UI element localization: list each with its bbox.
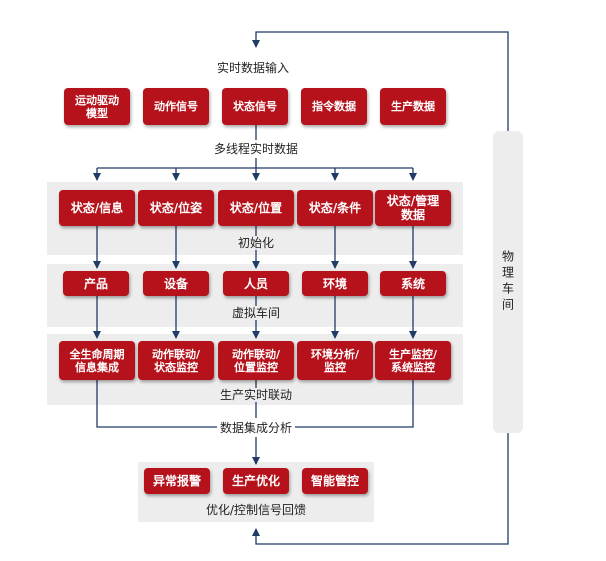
init-box-position: 状态/位置 [218,190,294,226]
output-box-alarm: 异常报警 [144,468,210,494]
input-box-motion-model: 运动驱动 模型 [64,88,130,125]
linkage-box-environment: 环境分析/ 监控 [297,341,373,380]
output-box-intelligent-control: 智能管控 [302,468,368,494]
virtual-box-equipment: 设备 [143,271,209,296]
linkage-box-action-position: 动作联动/ 位置监控 [218,341,294,380]
virtual-box-system: 系统 [380,271,446,296]
linkage-box-production-system: 生产监控/ 系统监控 [375,341,451,380]
multithread-label: 多线程实时数据 [210,142,302,156]
physical-workshop-panel: 物理车间 [493,131,523,433]
input-box-action-signal: 动作信号 [143,88,209,125]
linkage-box-lifecycle: 全生命周期 信息集成 [59,341,135,380]
virtual-box-product: 产品 [63,271,129,296]
init-box-info: 状态/信息 [59,190,135,226]
realtime-input-label: 实时数据输入 [213,61,293,75]
linkage-label: 生产实时联动 [216,388,296,402]
top-loop-line [252,31,509,131]
bottom-loop-line [252,433,509,545]
linkage-box-action-state: 动作联动/ 状态监控 [138,341,214,380]
virtual-label: 虚拟车间 [228,306,284,320]
input-box-production-data: 生产数据 [380,88,446,125]
init-box-pose: 状态/位姿 [138,190,214,226]
virtual-box-environment: 环境 [302,271,368,296]
physical-workshop-label: 物理车间 [500,250,515,314]
integration-label: 数据集成分析 [216,421,296,435]
input-box-state-signal: 状态信号 [222,88,288,125]
output-box-optimization: 生产优化 [223,468,289,494]
init-label: 初始化 [234,236,278,250]
init-box-condition: 状态/条件 [297,190,373,226]
virtual-box-personnel: 人员 [223,271,289,296]
feedback-label: 优化/控制信号回馈 [202,503,310,517]
init-box-management: 状态/管理 数据 [375,190,451,226]
input-box-command-data: 指令数据 [301,88,367,125]
